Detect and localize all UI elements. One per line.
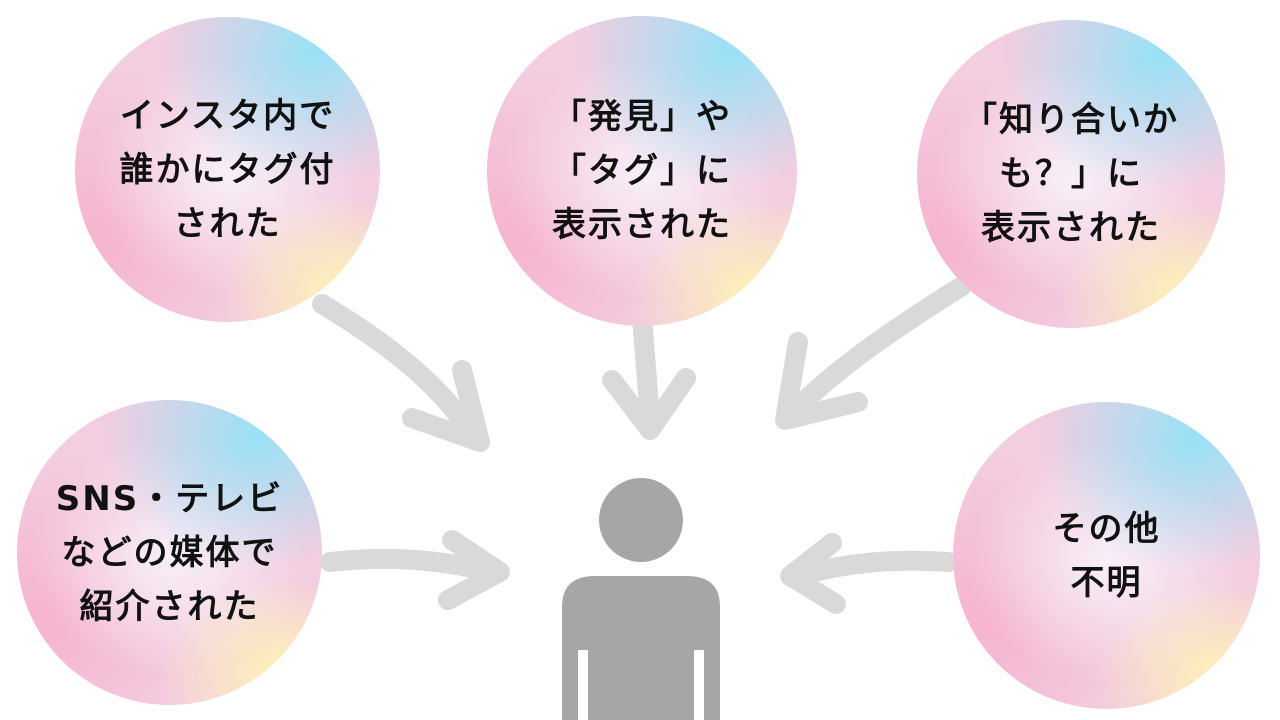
bubble-tagged: インスタ内で 誰かにタグ付 された: [75, 17, 380, 322]
bubble-media: SNS・テレビ などの媒体で 紹介された: [17, 400, 322, 705]
bubble-other: その他 不明: [953, 402, 1260, 709]
arrow-icon: [320, 530, 510, 610]
arrow-icon: [312, 294, 490, 452]
bubble-discover: 「発見」や 「タグ」に 表示された: [487, 16, 797, 326]
bubble-tagged-text: インスタ内で 誰かにタグ付 された: [119, 95, 336, 244]
person-icon: [562, 478, 720, 720]
arrow-icon: [780, 533, 958, 614]
arrow-icon: [775, 276, 972, 430]
bubble-suggested: 「知り合いか も？」に 表示された: [917, 20, 1225, 328]
bubble-suggested-text: 「知り合いか も？」に 表示された: [963, 100, 1179, 248]
bubble-media-text: SNS・テレビ などの媒体で 紹介された: [55, 478, 284, 627]
bubble-discover-text: 「発見」や 「タグ」に 表示された: [552, 97, 732, 245]
bubble-other-text: その他 不明: [1052, 508, 1161, 603]
